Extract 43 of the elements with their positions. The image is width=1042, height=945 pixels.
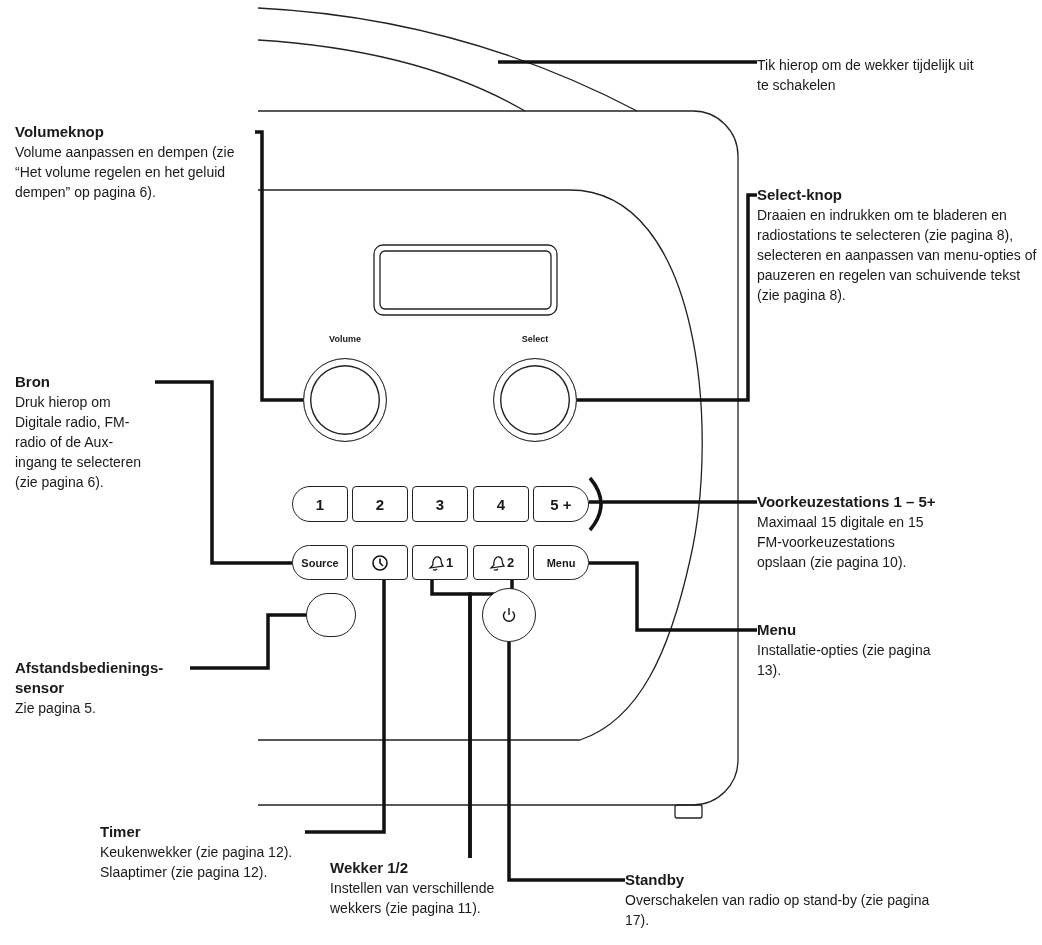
callout-description: Overschakelen van radio op stand-by (zie pagina 17). [625, 891, 931, 930]
callout-heading: Wekker 1/2 [330, 858, 410, 878]
callout-description: Zie pagina 5. [15, 699, 97, 718]
callout-heading: Voorkeuzestations 1 – 5+ [757, 492, 937, 512]
callout-description: Volume aanpassen en dempen (zie “Het volume regelen en het geluid dempen” op pagina 6). [15, 143, 236, 202]
power-button [482, 588, 536, 642]
remote-sensor [306, 593, 356, 637]
push-button: 4 [473, 486, 529, 522]
callout-heading: Menu [757, 620, 798, 640]
callout-description: Keukenwekker (zie pagina 12). Slaaptimer (zie pagina 12). [100, 843, 294, 882]
leader-line [589, 500, 757, 504]
callout-heading: Bron [15, 372, 51, 392]
push-button: 3 [412, 486, 468, 522]
leader-line [498, 60, 757, 64]
push-button: Menu [533, 545, 589, 580]
leader-line [577, 193, 757, 402]
leader-line [155, 380, 292, 565]
callout-description: Instellen van verschillende wekkers (zie pagina 11). [330, 879, 496, 918]
push-button: Source [292, 545, 348, 580]
callout-heading: Volumeknop [15, 122, 105, 142]
callout-description: Installatie-opties (zie pagina 13). [757, 641, 932, 680]
callout-heading: Standby [625, 870, 686, 890]
leader-line [305, 580, 386, 834]
push-button: 1 [292, 486, 348, 522]
push-button: 5 + [533, 486, 589, 522]
knob-label: Volume [328, 334, 362, 344]
callout-description: Tik hierop om de wekker tijdelijk uit te schakelen [757, 56, 975, 95]
push-button: 1 [412, 545, 468, 580]
push-button: 2 [352, 486, 408, 522]
callout-heading: Afstandsbedienings- sensor [15, 658, 165, 698]
push-button [352, 545, 408, 580]
knob-label: Select [520, 334, 550, 344]
push-button: 2 [473, 545, 529, 580]
leader-line [468, 580, 514, 858]
leader-line [507, 642, 625, 882]
leader-line [190, 613, 306, 670]
callout-description: Draaien en indrukken om te bladeren en radiostations te selecteren (zie pagina 8), selecteren en aanpassen van menu-opties of pauzeren en regelen van schuivende tekst (zie pagina 8). [757, 206, 1038, 305]
callout-heading: Select-knop [757, 185, 844, 205]
callout-description: Maximaal 15 digitale en 15 FM-voorkeuzestations opslaan (zie pagina 10). [757, 513, 925, 572]
callout-description: Druk hierop om Digitale radio, FM-radio of de Aux-ingang te selecteren (zie pagina 6). [15, 393, 143, 492]
leader-line [255, 130, 303, 402]
leader-line [589, 561, 757, 632]
callout-heading: Timer [100, 822, 142, 842]
